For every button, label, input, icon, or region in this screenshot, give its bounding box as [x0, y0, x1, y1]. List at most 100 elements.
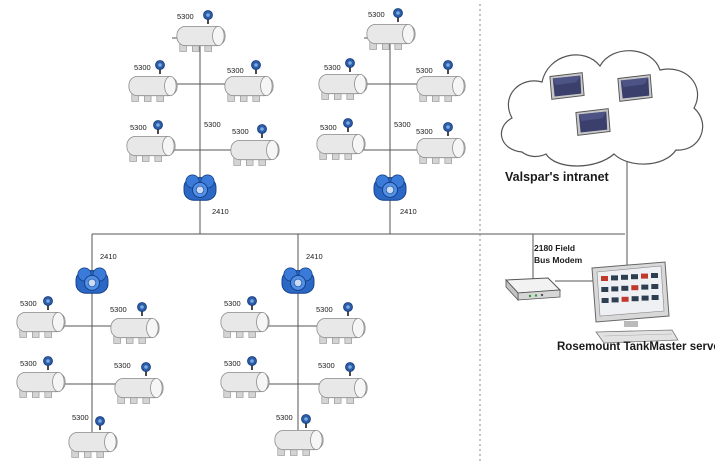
- transmitter-icon: [393, 8, 403, 22]
- monitor-icon: [549, 72, 585, 100]
- transmitter-icon: [155, 60, 165, 74]
- tank-icon: [176, 25, 226, 52]
- tank-model-label: 5300: [114, 361, 131, 370]
- transmitter-icon: [345, 362, 355, 376]
- screen-cell: [611, 275, 618, 281]
- tank-icon: [316, 317, 366, 344]
- tank-icon: [416, 75, 466, 102]
- modem-label-line2: Bus Modem: [534, 255, 583, 265]
- tank-model-label: 5300: [394, 120, 411, 129]
- tank-model-label: 5300: [416, 66, 433, 75]
- tank-model-label: 5300: [20, 359, 37, 368]
- tank-model-label: 5300: [224, 299, 241, 308]
- transmitter-icon: [251, 60, 261, 74]
- tank-model-label: 5300: [368, 10, 385, 19]
- tank-model-label: 5300: [224, 359, 241, 368]
- tank-icon: [16, 371, 66, 398]
- monitor-icon: [617, 74, 653, 102]
- screen-cell: [631, 274, 638, 280]
- tank-icon: [128, 75, 178, 102]
- tank-model-label: 5300: [134, 63, 151, 72]
- tank: [68, 416, 118, 458]
- tank-icon: [224, 75, 274, 102]
- screen-cell: [621, 274, 628, 280]
- screen-cell: [631, 296, 639, 302]
- transmitter-icon: [43, 296, 53, 310]
- tank-icon: [316, 133, 366, 160]
- hub-model-label: 2410: [400, 207, 417, 216]
- tank-model-label: 5300: [227, 66, 244, 75]
- tank-model-label: 5300: [316, 305, 333, 314]
- tank-icon: [274, 429, 324, 456]
- tank-model-label: 5300: [20, 299, 37, 308]
- tank-model-label: 5300: [130, 123, 147, 132]
- transmitter-icon: [301, 414, 311, 428]
- label-layer: 5300 5300 5300 5300 5300 5300 5300 5300 5300 5300…: [20, 10, 433, 422]
- transmitter-icon: [137, 302, 147, 316]
- transmitter-icon: [343, 118, 353, 132]
- hub-model-label: 2410: [100, 252, 117, 261]
- tank-icon: [220, 311, 270, 338]
- screen-cell: [621, 285, 629, 291]
- tank-icon: [68, 431, 118, 458]
- transmitter-icon: [247, 296, 257, 310]
- transmitter-icon: [443, 60, 453, 74]
- tank-icon: [366, 23, 416, 50]
- hub-icon: [281, 267, 315, 294]
- transmitter-icon: [203, 10, 213, 24]
- modem-icon: [504, 277, 562, 302]
- tank-model-label: 5300: [320, 123, 337, 132]
- screen-cell: [631, 285, 639, 291]
- tank-layer: [16, 8, 466, 458]
- modem-label-line1: 2180 Field: [534, 243, 575, 253]
- tank-model-label: 5300: [72, 413, 89, 422]
- server-workstation-icon: [591, 261, 679, 344]
- screen-cell: [601, 287, 609, 292]
- tank-model-label: 5300: [416, 127, 433, 136]
- screen-cell: [651, 295, 659, 300]
- tank-icon: [126, 135, 176, 162]
- tank-model-label: 5300: [204, 120, 221, 129]
- tank-icon: [16, 311, 66, 338]
- tank-icon: [110, 317, 160, 344]
- monitor-icon: [575, 108, 611, 136]
- tank-model-label: 5300: [318, 361, 335, 370]
- intranet-label: Valspar's intranet: [505, 170, 610, 184]
- transmitter-icon: [257, 124, 267, 138]
- server-screen: [601, 273, 659, 303]
- screen-cell: [611, 297, 619, 303]
- hub-icon: [183, 174, 217, 201]
- screen-cell: [611, 286, 619, 292]
- screen-cell: [651, 284, 659, 289]
- transmitter-icon: [153, 120, 163, 134]
- server-label: Rosemount TankMaster server: [557, 341, 715, 353]
- tank-icon: [318, 73, 368, 100]
- transmitter-icon: [95, 416, 105, 430]
- cloud-icon: [500, 50, 704, 167]
- tank-model-label: 5300: [232, 127, 249, 136]
- hub-model-label: 2410: [306, 252, 323, 261]
- tank-model-label: 5300: [324, 63, 341, 72]
- tank-icon: [318, 377, 368, 404]
- tank-model-label: 5300: [177, 12, 194, 21]
- tank-icon: [114, 377, 164, 404]
- transmitter-icon: [343, 302, 353, 316]
- screen-cell: [641, 284, 649, 290]
- screen-cell: [601, 276, 608, 281]
- hub-icon: [75, 267, 109, 294]
- tank-icon: [230, 139, 280, 166]
- transmitter-icon: [141, 362, 151, 376]
- transmitter-icon: [43, 356, 53, 370]
- hub-icon: [373, 174, 407, 201]
- screen-cell: [641, 295, 649, 301]
- screen-cell: [641, 273, 648, 279]
- screen-cell: [651, 273, 658, 278]
- transmitter-icon: [247, 356, 257, 370]
- screen-cell: [601, 298, 609, 303]
- screen-cell: [621, 296, 629, 302]
- tank-model-label: 5300: [110, 305, 127, 314]
- tank-model-label: 5300: [276, 413, 293, 422]
- transmitter-icon: [443, 122, 453, 136]
- tank-icon: [416, 137, 466, 164]
- tank-icon: [220, 371, 270, 398]
